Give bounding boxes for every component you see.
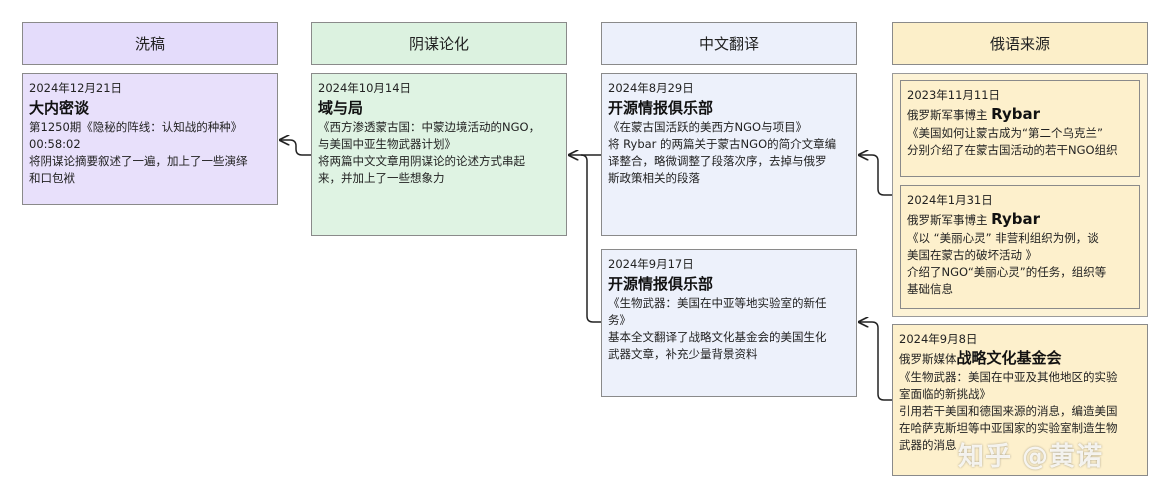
arrow-russian-group-to-translation1 [859,155,892,196]
card-line: 斯政策相关的段落 [608,171,700,185]
card-line: 在哈萨克斯坦等中亚国家的实验室制造生物 [899,421,1118,435]
column-header-label: 阴谋论化 [408,35,469,53]
card-line: 《美国如何让蒙古成为“第二个乌克兰” [907,126,1103,140]
card-source: 俄罗斯军事博主 Rybar [907,104,1133,125]
column-header-label: 中文翻译 [698,35,759,53]
card-line: 将 Rybar 的两篇关于蒙古NGO的简介文章编 [608,137,837,151]
card-xigao: 2024年12月21日 大内密谈 第1250期《隐秘的阵线：认知战的种种》 00… [22,73,278,205]
arrow-russian3-to-translation2 [859,322,892,401]
card-source: 俄罗斯媒体战略文化基金会 [899,348,1141,369]
card-line: 《以 “美丽心灵” 非营利组织为例，谈 [907,231,1099,245]
card-line: 和口包袱 [29,171,75,185]
card-line: 《生物武器：美国在中亚等地实验室的新任 [608,296,827,310]
card-line: 务》 [608,313,631,327]
card-translation-1: 2024年8月29日 开源情报俱乐部 《在蒙古国活跃的美西方NGO与项目》 将 … [601,73,857,236]
card-date: 2024年9月17日 [608,257,694,271]
column-header-russian-source: 俄语来源 [892,22,1148,65]
column-header-xigao: 洗稿 [22,22,278,65]
card-line: 译整合，略微调整了段落次序，去掉与俄罗 [608,154,827,168]
source-prefix: 俄罗斯军事博主 [907,108,992,122]
card-russian-source-1: 2023年11月11日 俄罗斯军事博主 Rybar 《美国如何让蒙古成为“第二个… [900,80,1140,177]
card-yinmou: 2024年10月14日 域与局 《西方渗透蒙古国：中蒙边境活动的NGO， 与美国… [311,73,567,236]
source-name: 战略文化基金会 [956,349,1062,367]
card-line: 《生物武器：美国在中亚及其他地区的实验 [899,370,1118,384]
source-prefix: 俄罗斯媒体 [899,352,957,366]
card-line: 武器的消息 [899,438,957,452]
card-translation-2: 2024年9月17日 开源情报俱乐部 《生物武器：美国在中亚等地实验室的新任 务… [601,249,857,397]
card-title: 开源情报俱乐部 [608,99,714,117]
card-date: 2024年8月29日 [608,81,694,95]
card-russian-source-2: 2024年1月31日 俄罗斯军事博主 Rybar 《以 “美丽心灵” 非营利组织… [900,185,1140,309]
card-date: 2023年11月11日 [907,88,1001,102]
source-name: Rybar [991,210,1041,228]
card-line: 介绍了NGO“美丽心灵”的任务，组织等 [907,265,1107,279]
card-line: 第1250期《隐秘的阵线：认知战的种种》 [29,120,243,134]
card-line: 与美国中亚生物武器计划》 [318,137,456,151]
card-line: 将两篇中文文章用阴谋论的论述方式串起 [318,154,525,168]
card-date: 2024年1月31日 [907,193,993,207]
card-line: 《在蒙古国活跃的美西方NGO与项目》 [608,120,808,134]
card-source: 俄罗斯军事博主 Rybar [907,209,1133,230]
card-russian-source-3: 2024年9月8日 俄罗斯媒体战略文化基金会 《生物武器：美国在中亚及其他地区的… [892,324,1148,476]
card-title: 开源情报俱乐部 [608,275,714,293]
card-date: 2024年9月8日 [899,332,978,346]
arrow-yinmou-to-xigao [280,140,311,156]
watermark: 知乎 @黄诺 [958,442,1104,472]
card-title: 大内密谈 [29,99,90,117]
card-line: 基础信息 [907,282,953,296]
column-header-translation: 中文翻译 [601,22,857,65]
column-header-label: 洗稿 [134,35,165,53]
card-line: 来，并加上了一些想象力 [318,171,445,185]
card-line: 美国在蒙古的破坏活动 》 [907,248,1038,262]
arrow-translation2-to-yinmou [580,154,601,323]
card-line: 基本全文翻译了战略文化基金会的美国生化 [608,330,827,344]
card-line: 00:58:02 [29,137,81,151]
card-date: 2024年12月21日 [29,81,123,95]
source-prefix: 俄罗斯军事博主 [907,213,992,227]
card-line: 将阴谋论摘要叙述了一遍，加上了一些演绎 [29,154,248,168]
card-line: 引用若干美国和德国来源的消息，编造美国 [899,404,1118,418]
card-line: 分别介绍了在蒙古国活动的若干NGO组织 [907,143,1118,157]
card-line: 武器文章，补充少量背景资料 [608,347,758,361]
column-header-label: 俄语来源 [989,35,1050,53]
card-line: 室面临的新挑战》 [899,387,991,401]
source-name: Rybar [991,105,1041,123]
column-header-yinmou: 阴谋论化 [311,22,567,65]
card-date: 2024年10月14日 [318,81,412,95]
card-line: 《西方渗透蒙古国：中蒙边境活动的NGO， [318,120,541,134]
card-title: 域与局 [318,99,364,117]
